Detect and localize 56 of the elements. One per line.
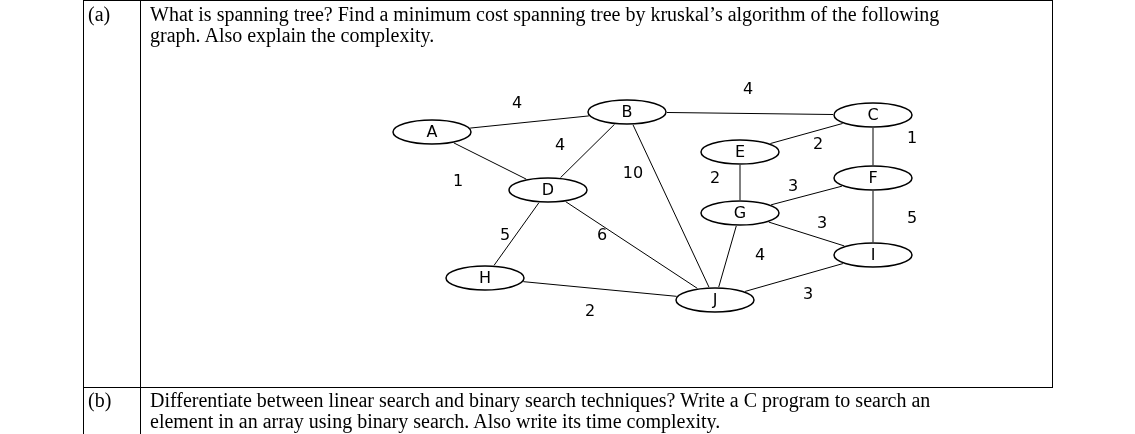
vertex-ellipse [392,119,472,145]
edge-weight: 3 [787,176,799,195]
edge-line [769,122,844,145]
edge-line [453,142,527,180]
vertex-letter: H [478,268,492,287]
vertex-ellipse [833,102,913,128]
vertex-letter: B [620,102,634,121]
edge-line [768,221,845,247]
vertex-letter: D [540,180,556,199]
edge-line [744,263,844,292]
vertex-ellipse [675,287,755,313]
question-text: What is spanning tree? Find a minimum cost spanning tree by kruskal’s algorithm of the following graph. Also explain the complexity. [150,4,941,46]
edge-line [666,112,834,115]
edge-line [565,201,698,289]
edge-weight: 2 [709,168,721,187]
vertex-letter: G [732,203,748,222]
edge-weight: 4 [511,93,523,112]
edge-weight: 6 [596,225,608,244]
edge-weight: 2 [812,134,824,153]
vertex-letter: A [425,122,439,141]
edge-line [872,190,874,243]
edge-weight: 1 [452,171,464,190]
edge-line [872,127,874,166]
edge-weight: 10 [622,163,644,182]
edge-weight: 2 [584,301,596,320]
edge-line [560,123,615,179]
vertex-ellipse [445,265,525,291]
question-number: (b) [88,390,113,411]
edge-weight: 1 [906,128,918,147]
vertex-letter: I [869,245,877,264]
edge-weight: 3 [802,284,814,303]
vertex-letter: C [866,105,880,124]
vertex-ellipse [700,200,780,226]
edge-line [718,225,737,288]
edge-line [522,281,678,297]
vertex-ellipse [700,139,780,165]
edge-weight: 3 [816,213,828,232]
edge-line [632,124,710,288]
vertex-ellipse [833,242,913,268]
edge-weight: 5 [906,208,918,227]
vertex-ellipse [833,165,913,191]
vertex-letter: F [867,168,879,187]
vertex-letter: E [733,142,747,161]
edge-line [739,164,741,201]
edge-line [770,185,843,206]
question-number: (a) [88,4,112,25]
vertex-letter: J [711,290,719,309]
edge-line [493,202,540,266]
question-text: Differentiate between linear search and binary search techniques? Write a C program to search an element in an array using binary search. Also write its time complexity. [150,390,932,432]
edge-line [469,115,590,129]
vertex-ellipse [587,99,667,125]
edge-weight: 4 [554,135,566,154]
edge-weight: 4 [754,245,766,264]
edge-weight: 4 [742,79,754,98]
edge-weight: 5 [499,225,511,244]
vertex-ellipse [508,177,588,203]
